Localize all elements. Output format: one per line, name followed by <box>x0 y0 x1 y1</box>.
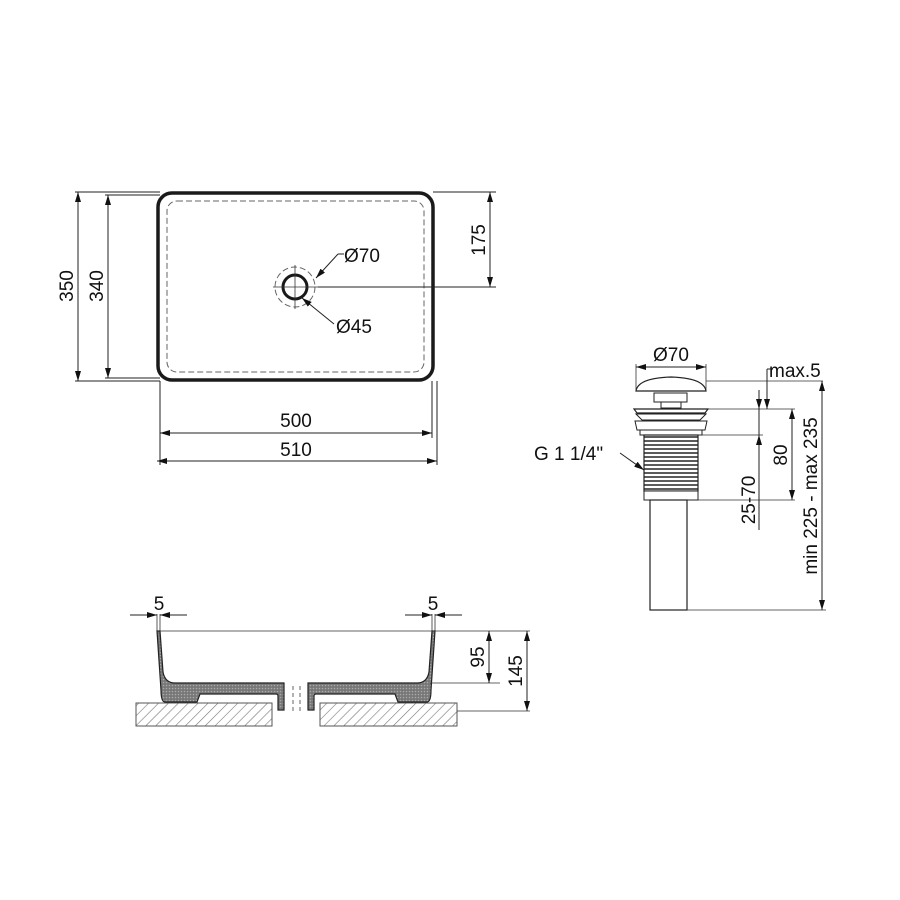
drain-outer-diameter-label: Ø70 <box>344 246 380 267</box>
basin-section-left <box>156 630 285 711</box>
outer-width-label: 510 <box>280 440 312 461</box>
inner-width-label: 500 <box>280 411 312 432</box>
drain-view: Ø70 max.5 25-70 80 min 225 - max 235 G 1… <box>534 345 826 611</box>
drain-offset-label: 175 <box>469 224 490 256</box>
drain-inner-diameter-label: Ø45 <box>336 317 372 338</box>
outer-depth-label: 350 <box>57 270 78 302</box>
basin-section-right <box>307 630 436 711</box>
countertop-left <box>135 702 273 727</box>
drain-cap <box>635 376 707 392</box>
wall-right-label: 5 <box>428 594 439 615</box>
total-height-label: 145 <box>506 655 527 687</box>
cap-diameter-label: Ø70 <box>653 345 689 366</box>
top-view: Ø70 Ø45 175 350 340 500 510 <box>57 191 496 465</box>
wall-left-label: 5 <box>154 594 165 615</box>
countertop-right <box>319 702 458 727</box>
thread-size-label: G 1 1/4" <box>534 444 603 465</box>
section-view: 5 5 95 145 <box>130 594 530 727</box>
drain-thread-body <box>643 434 699 492</box>
inner-depth-section-label: 95 <box>468 646 489 667</box>
body-length-label: 80 <box>771 444 792 465</box>
drain-pipe <box>649 499 688 611</box>
total-length-label: min 225 - max 235 <box>801 417 822 574</box>
inner-depth-label: 340 <box>87 270 108 302</box>
cap-lift-label: max.5 <box>769 361 821 382</box>
